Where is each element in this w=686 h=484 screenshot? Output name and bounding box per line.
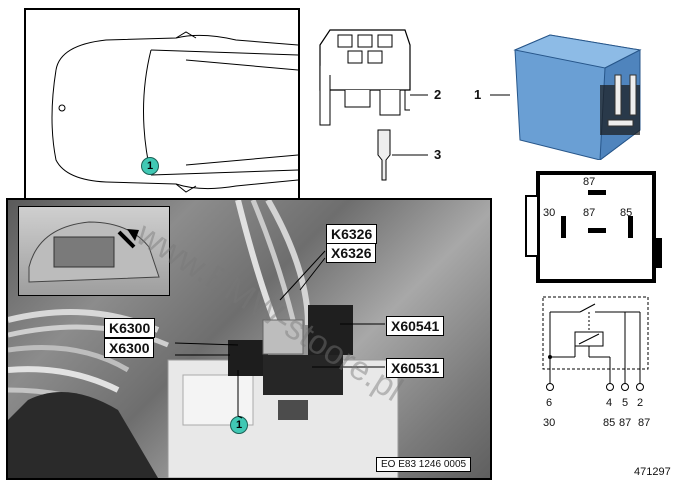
- car-overview-panel: 1: [24, 8, 300, 212]
- car-outline: [51, 31, 299, 193]
- label-x60531: X60531: [386, 358, 445, 378]
- photo-detail: [8, 200, 399, 478]
- terminal-30: 30: [543, 417, 556, 429]
- pin-87-top: 87: [583, 176, 596, 188]
- pin-30: 30: [543, 207, 556, 219]
- schematic-pin-5: 5: [622, 397, 629, 409]
- schematic-pin-4: 4: [606, 397, 613, 409]
- relay-socket-drawing: [319, 29, 428, 181]
- schematic-pin-2: 2: [637, 397, 644, 409]
- pin-85: 85: [620, 207, 633, 219]
- inset-engine-view: [18, 206, 170, 296]
- callout-terminal: 3: [434, 147, 442, 162]
- label-k6326: K6326: [326, 224, 378, 244]
- pin-87-center: 87: [583, 207, 596, 219]
- label-x6326: X6326: [326, 243, 377, 263]
- relay-schematic: [542, 296, 649, 391]
- terminal-87a: 87: [619, 417, 632, 429]
- terminal-87b: 87: [638, 417, 651, 429]
- engine-bay-photo: 1: [6, 198, 492, 480]
- inset-car: [28, 221, 160, 283]
- relay-drawing: [490, 34, 642, 160]
- callout-socket: 2: [434, 87, 442, 102]
- label-x60541: X60541: [386, 316, 445, 336]
- image-number: 471297: [634, 466, 671, 478]
- photo-caption: EO E83 1246 0005: [376, 457, 472, 472]
- location-marker: 1: [141, 157, 159, 175]
- label-k6300: K6300: [104, 318, 156, 338]
- terminal-85: 85: [603, 417, 616, 429]
- label-x6300: X6300: [104, 338, 155, 358]
- callout-relay: 1: [474, 87, 482, 102]
- relay-pin-diagram: [525, 171, 662, 283]
- schematic-pin-6: 6: [546, 397, 553, 409]
- photo-location-marker: 1: [230, 416, 248, 434]
